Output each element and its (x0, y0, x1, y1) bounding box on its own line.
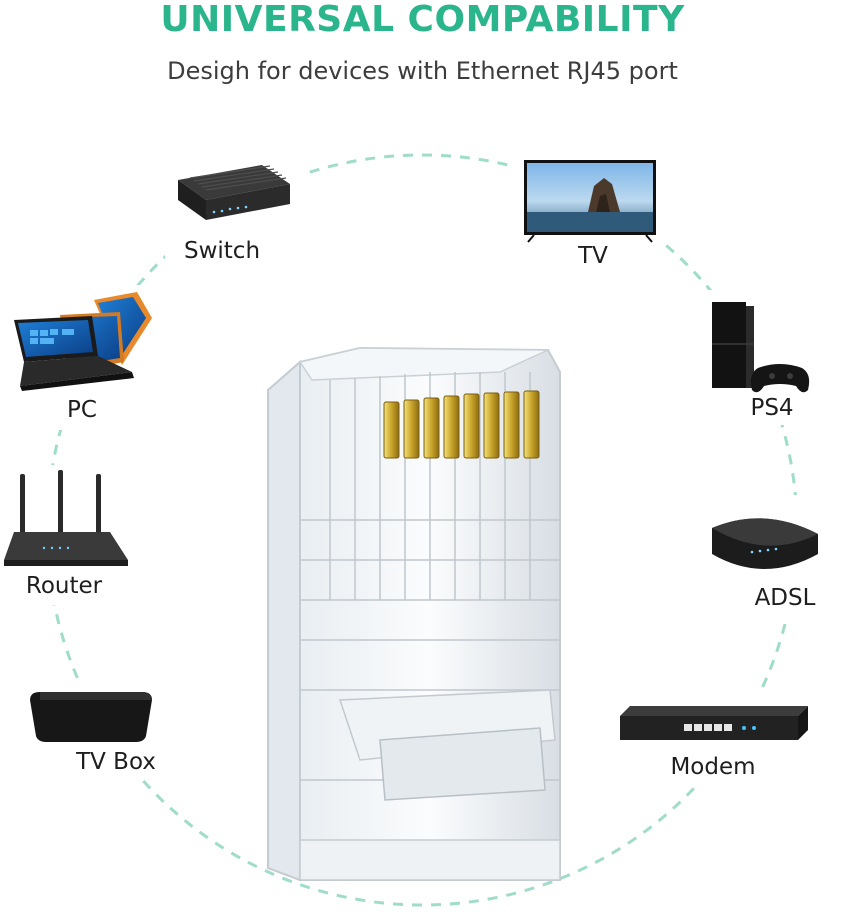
tv-box-icon (30, 692, 152, 742)
device-label-tv: TV (578, 243, 608, 269)
network-switch-icon (178, 165, 290, 220)
subheadline: Desigh for devices with Ethernet RJ45 po… (167, 57, 678, 85)
device-label-pc: PC (67, 397, 97, 423)
rack-modem-icon (620, 706, 808, 740)
device-label-router: Router (25, 573, 103, 599)
device-label-switch: Switch (183, 238, 261, 264)
laptop-icon (14, 292, 152, 391)
device-label-adsl: ADSL (754, 585, 816, 611)
rj45-connector-icon (267, 346, 561, 882)
wifi-router-icon (4, 470, 128, 566)
adsl-modem-icon (712, 518, 818, 569)
device-label-tv-box: TV Box (76, 749, 156, 775)
device-label-ps4: PS4 (750, 395, 794, 421)
tv-icon (524, 160, 656, 243)
headline: UNIVERSAL COMPABILITY (160, 0, 685, 40)
game-console-icon (712, 302, 810, 393)
device-label-modem: Modem (670, 754, 756, 780)
